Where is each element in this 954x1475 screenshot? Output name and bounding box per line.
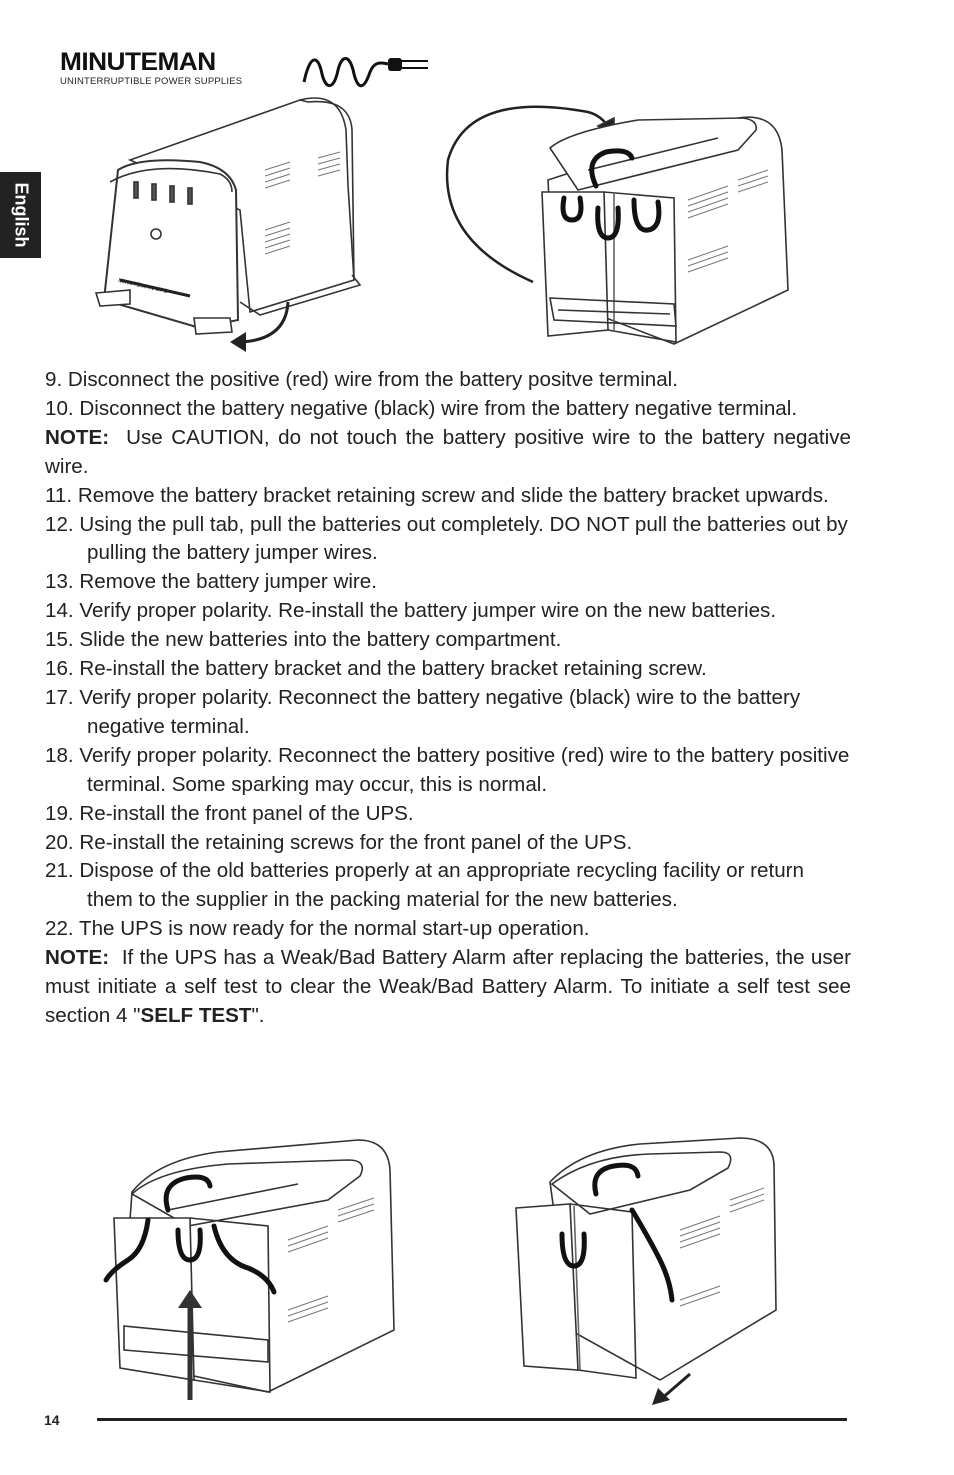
language-tab: English: [0, 172, 41, 258]
power-cord-icon: [302, 57, 428, 88]
step-item: 9. Disconnect the positive (red) wire fr…: [45, 368, 678, 391]
step-item: 14. Verify proper polarity. Re-install t…: [45, 599, 777, 623]
step-item: 17. Verify proper polarity. Reconnect th…: [45, 685, 801, 738]
step-item: 18. Verify proper polarity. Reconnect th…: [45, 743, 850, 796]
brand-logo: MINUTEMAN UNINTERRUPTIBLE POWER SUPPLIES: [60, 48, 428, 92]
battery-removal-figure: [515, 1137, 777, 1405]
step-item: 11. Remove the battery bracket retaining…: [45, 483, 829, 507]
step-item: 22. The UPS is now ready for the normal …: [45, 917, 590, 941]
ups-panel-rotated-figure: [445, 105, 789, 345]
step-item: 20. Re-install the retaining screws for …: [45, 830, 633, 854]
note-self-test: NOTE: If the UPS has a Weak/Bad Battery …: [45, 946, 851, 1027]
footer-rule: [97, 1418, 847, 1421]
note-caution: NOTE: Use CAUTION, do not touch the batt…: [45, 425, 851, 478]
step-item: 16. Re-install the battery bracket and t…: [45, 657, 707, 681]
note-label: NOTE:: [45, 946, 110, 970]
brand-tagline: UNINTERRUPTIBLE POWER SUPPLIES: [60, 76, 243, 87]
step-item: 21. Dispose of the old batteries properl…: [45, 859, 804, 912]
battery-bracket-figure: [103, 1139, 395, 1400]
instructions-body: 9. Disconnect the positive (red) wire fr…: [45, 366, 851, 1031]
language-tab-label: English: [11, 182, 31, 248]
step-item: 13. Remove the battery jumper wire.: [45, 570, 377, 594]
step-item: 10. Disconnect the battery negative (bla…: [45, 396, 798, 420]
ups-front-panel-figure: MINUTEMAN UPS: [94, 97, 362, 352]
step-item: 12. Using the pull tab, pull the batteri…: [45, 512, 848, 565]
note-label: NOTE:: [45, 425, 110, 449]
brand-name: MINUTEMAN: [60, 48, 216, 76]
step-item: 19. Re-install the front panel of the UP…: [45, 801, 414, 825]
page-number: 14: [44, 1412, 60, 1428]
step-item: 15. Slide the new batteries into the bat…: [45, 628, 562, 652]
